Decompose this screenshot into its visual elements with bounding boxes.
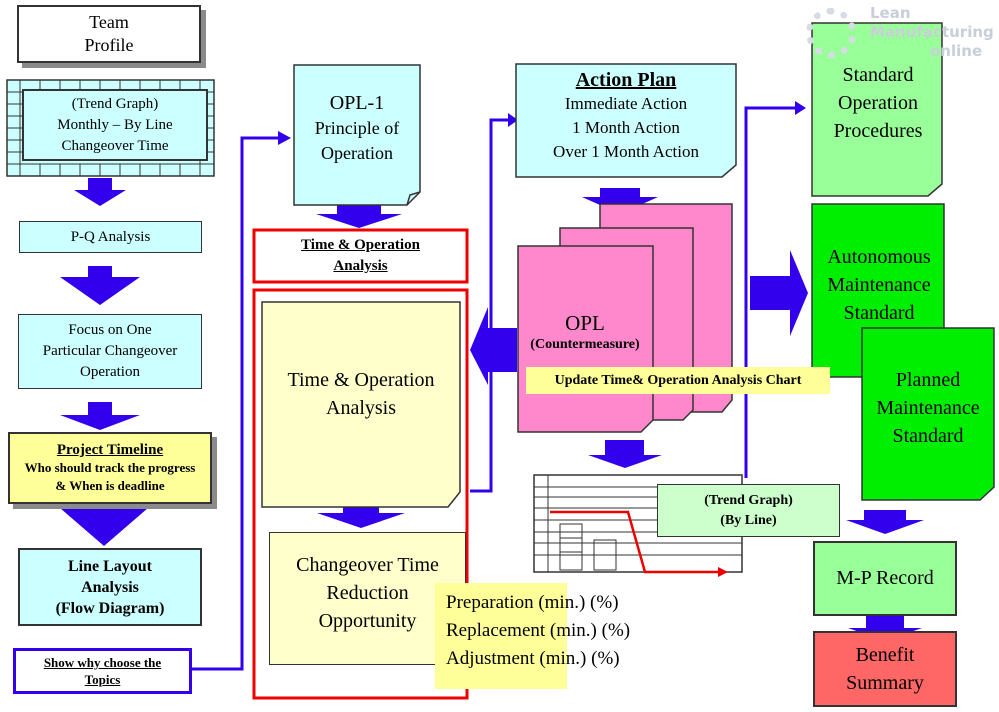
breakdown-preparation: Preparation (min.) (%) — [446, 592, 619, 613]
focus-line3: Operation — [80, 364, 140, 380]
time-op-note-shape — [261, 301, 461, 508]
autonomous-line3: Standard — [843, 302, 915, 324]
benefit-summary-box: Benefit Summary — [813, 631, 957, 707]
planned-down-arrow — [846, 510, 924, 534]
project-timeline-title: Project Timeline — [56, 442, 164, 458]
changeover-line2: Reduction — [326, 582, 409, 604]
logo-text: Lean Manufacturing online — [870, 4, 994, 61]
focus-line2: Particular Changeover — [42, 343, 178, 359]
focus-line1: Focus on One — [68, 322, 152, 338]
line-layout-line3: (Flow Diagram) — [55, 599, 165, 617]
time-op-note: Time & Operation Analysis — [264, 362, 458, 426]
mp-record-label: M-P Record — [836, 567, 934, 589]
team-profile-box: Team Profile — [17, 5, 201, 63]
trend-graph-line-line2: (By Line) — [720, 512, 777, 528]
sop-note-shape — [811, 22, 943, 197]
update-chart-label: Update Time& Operation Analysis Chart — [526, 367, 830, 394]
focus-changeover-box: Focus on One Particular Changeover Opera… — [18, 314, 202, 389]
autonomous-line2: Maintenance — [827, 274, 931, 296]
pq-analysis-box: P-Q Analysis — [19, 221, 202, 253]
action-plan-over1month: Over 1 Month Action — [553, 142, 699, 161]
mp-record-box: M-P Record — [813, 541, 957, 616]
sop-line2: Operation — [838, 92, 918, 114]
breakdown-replacement: Replacement (min.) (%) — [446, 620, 631, 641]
trend-graph-line-box: (Trend Graph) (By Line) — [657, 484, 840, 537]
breakdown-box — [435, 583, 567, 689]
brand-logo: Lean Manufacturing online — [800, 2, 999, 66]
breakdown-list: Preparation (min.) (%) Replacement (min.… — [446, 589, 686, 673]
logo-line3: online — [930, 42, 983, 60]
planned-line2: Maintenance — [876, 397, 980, 419]
opl1-line2: Principle of — [314, 117, 400, 138]
trend-graph-monthly-line1: (Trend Graph) — [71, 95, 159, 112]
line-layout-box: Line Layout Analysis (Flow Diagram) — [18, 548, 202, 626]
mp-down-arrow — [848, 616, 922, 641]
line-layout-line1: Line Layout — [67, 557, 152, 575]
changeover-line1: Changeover Time — [296, 554, 439, 576]
action-plan-1month: 1 Month Action — [572, 118, 680, 137]
opl1-note-shape — [293, 64, 421, 206]
sop-line3: Procedures — [833, 120, 923, 142]
opl-left-arrow — [470, 307, 517, 385]
team-profile-line1: Team — [89, 12, 129, 32]
time-op-note-line1: Time & Operation — [287, 369, 435, 391]
trend-graph-line-line1: (Trend Graph) — [704, 492, 793, 508]
opl-down-arrow — [588, 440, 662, 468]
changeover-reduction-box: Changeover Time Reduction Opportunity — [269, 532, 466, 665]
time-op-header-frame — [252, 228, 469, 284]
trend-graph-monthly-line3: Changeover Time — [61, 137, 169, 154]
breakdown-adjustment: Adjustment (min.) (%) — [446, 648, 620, 669]
time-op-header-line2: Analysis — [333, 258, 388, 274]
planned-line3: Standard — [892, 425, 964, 447]
action-plan-down-arrow — [582, 188, 658, 214]
line-layout-line2: Analysis — [81, 578, 139, 596]
sop-label: Standard Operation Procedures — [814, 60, 942, 146]
team-profile-line2: Profile — [84, 35, 134, 55]
trend-graph-monthly-line2: Monthly – By Line — [57, 116, 173, 133]
project-timeline-box: Project Timeline Who should track the pr… — [8, 432, 212, 504]
changeover-line3: Opportunity — [318, 610, 417, 632]
show-why-box: Show why choose the Topics — [13, 648, 192, 694]
gear-icon — [806, 8, 856, 58]
project-timeline-line1: Who should track the progress — [24, 460, 196, 475]
sop-line1: Standard — [842, 64, 914, 86]
action-plan-note-shape — [515, 63, 737, 178]
connector-arrowheads — [278, 101, 806, 145]
show-why-line2: Topics — [84, 672, 121, 687]
opl1-label: OPL-1 Principle of Operation — [296, 88, 418, 168]
down-arrows-left — [60, 178, 148, 546]
action-plan-content: Action Plan Immediate Action 1 Month Act… — [518, 66, 734, 166]
connector-lines — [192, 106, 795, 671]
time-op-header: Time & Operation Analysis — [256, 234, 465, 278]
standards-right-arrow — [750, 250, 808, 336]
time-op-body-frame — [252, 288, 469, 700]
action-plan-title: Action Plan — [575, 69, 677, 91]
pq-analysis-label: P-Q Analysis — [70, 228, 151, 245]
time-op-note-line2: Analysis — [326, 397, 396, 419]
autonomous-line1: Autonomous — [827, 246, 931, 268]
planned-note-shape — [861, 327, 995, 501]
time-op-header-line1: Time & Operation — [301, 237, 420, 253]
benefit-line1: Benefit — [855, 644, 915, 666]
opl1-line3: Operation — [321, 142, 393, 163]
logo-line1: Lean — [870, 4, 911, 22]
opl-countermeasure: (Countermeasure) — [530, 337, 640, 352]
autonomous-label: Autonomous Maintenance Standard — [814, 242, 944, 328]
benefit-line2: Summary — [846, 672, 924, 694]
opl-title: OPL — [565, 311, 605, 335]
project-timeline-line2: & When is deadline — [55, 478, 165, 493]
update-chart-text: Update Time& Operation Analysis Chart — [554, 372, 802, 388]
show-why-line1: Show why choose the — [43, 655, 162, 670]
planned-line1: Planned — [895, 369, 961, 391]
action-plan-immediate: Immediate Action — [564, 94, 688, 113]
trend-graph-monthly-box: (Trend Graph) Monthly – By Line Changeov… — [22, 89, 208, 161]
logo-line2: Manufacturing — [870, 23, 994, 41]
opl-label: OPL (Countermeasure) — [520, 307, 650, 357]
opl1-line1: OPL-1 — [329, 91, 385, 114]
planned-label: Planned Maintenance Standard — [864, 365, 992, 451]
